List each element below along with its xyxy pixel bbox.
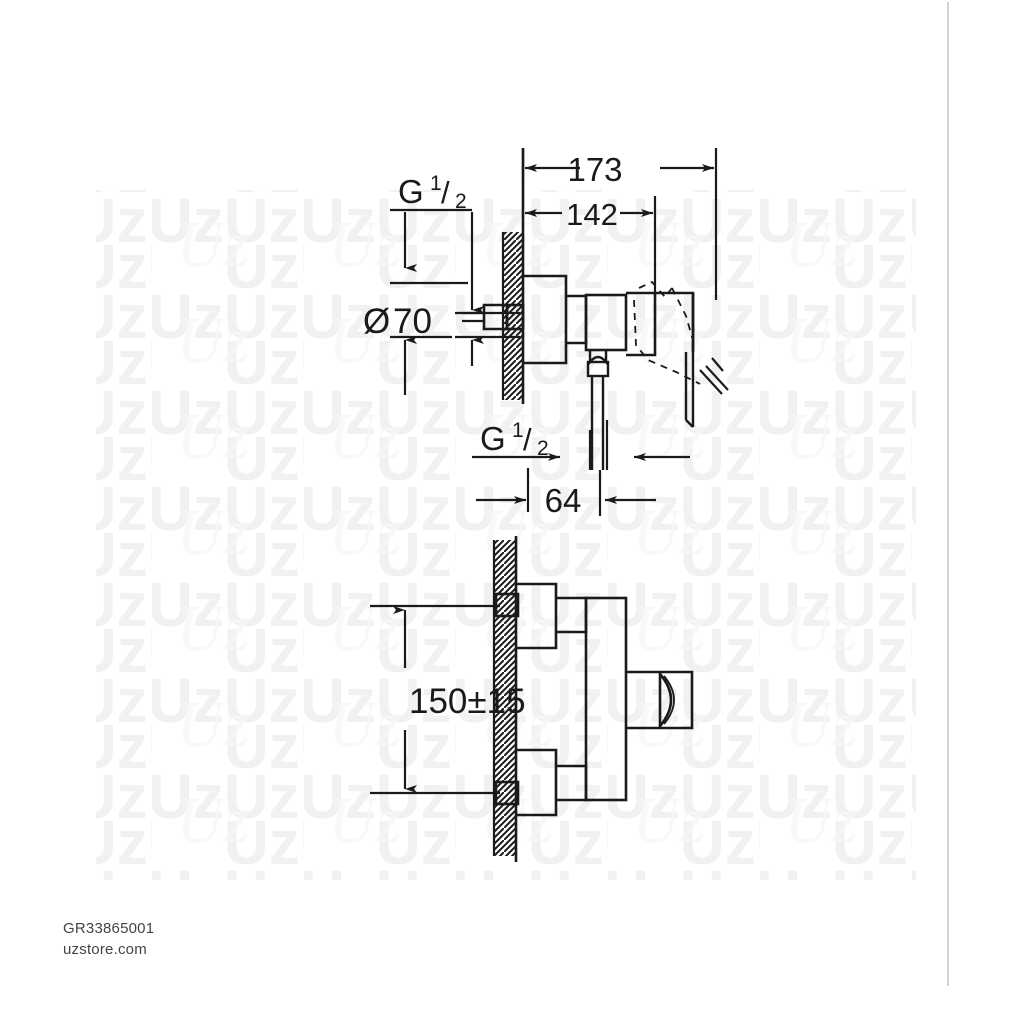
dimension-g-half-upper: [390, 208, 484, 314]
dimension-label-g-half-upper: G 1 / 2: [398, 172, 467, 213]
outlet-pipe-side: [586, 350, 610, 470]
thread-numerator-lower: 1: [512, 419, 524, 442]
dimension-64: [476, 468, 656, 516]
thread-label-g-upper: G: [398, 173, 424, 210]
dimension-g-half-lower: [472, 420, 690, 470]
diameter-symbol: Ø: [363, 302, 390, 341]
outlet-nozzle-front: [626, 670, 694, 730]
dimension-label-diameter-70: Ø 70: [363, 302, 432, 341]
mixer-body-side: [462, 274, 695, 365]
wall-section-lower: [492, 536, 518, 862]
handle-edge-lines: [699, 357, 729, 395]
thread-denominator-lower: 2: [537, 437, 549, 460]
thread-numerator-upper: 1: [430, 172, 442, 195]
thread-label-g-lower: G: [480, 420, 506, 457]
dimension-label-64: 64: [545, 482, 582, 519]
dimension-label-150-15: 150±15: [409, 682, 526, 721]
dimension-label-173: 173: [567, 151, 622, 188]
dimension-label-142: 142: [566, 197, 618, 232]
dimension-142: [525, 196, 657, 296]
handle-hidden-outline: [633, 280, 701, 385]
lever-handle-side: [684, 352, 695, 428]
thread-slash-lower: /: [523, 422, 532, 457]
thread-denominator-upper: 2: [455, 190, 467, 213]
product-code-label: GR33865001: [63, 920, 155, 937]
mixer-body-front: [584, 596, 628, 802]
dimension-150-15: [370, 604, 500, 795]
wall-section-upper: [501, 148, 525, 404]
diameter-value: 70: [393, 302, 432, 341]
thread-slash-upper: /: [441, 175, 450, 210]
site-label: uzstore.com: [63, 941, 147, 958]
footer-caption: GR33865001 uzstore.com: [63, 918, 154, 960]
dimension-label-g-half-lower: G 1 / 2: [480, 419, 549, 460]
dimension-173: [521, 148, 718, 300]
